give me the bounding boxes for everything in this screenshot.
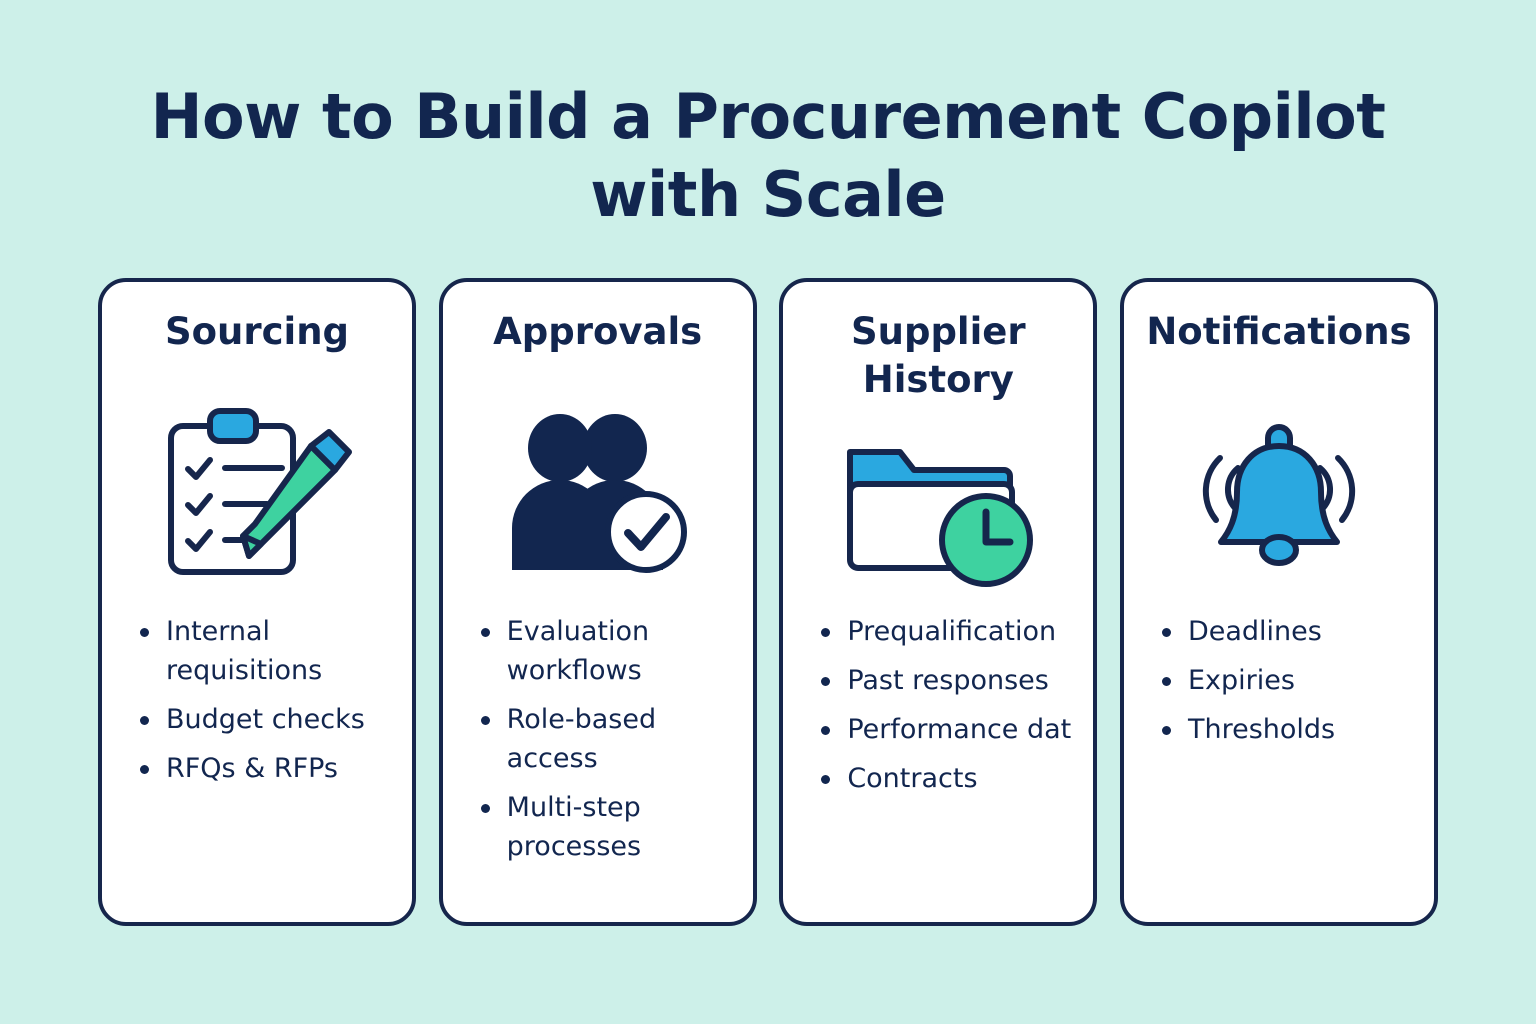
clipboard-checklist-pencil-icon bbox=[168, 408, 352, 575]
card-notifications[interactable]: Notifications Deadl bbox=[1119, 278, 1438, 926]
page-title-line-1: How to Build a Procurement Copilot bbox=[150, 80, 1386, 153]
page-title: How to Build a Procurement Copilot with … bbox=[0, 78, 1536, 234]
list-item: Deadlines bbox=[1154, 612, 1420, 651]
card-sourcing-bullets: Internal requisitions Budget checks RFQs… bbox=[132, 612, 398, 798]
card-approvals-bullets: Evaluation workflows Role-based access M… bbox=[473, 612, 739, 876]
list-item: Role-based access bbox=[473, 700, 739, 778]
card-approvals-title: Approvals bbox=[493, 310, 703, 353]
card-supplier-history[interactable]: Supplier History Prequalification Past r… bbox=[779, 278, 1098, 926]
ringing-bell-icon-wrap bbox=[1124, 402, 1434, 582]
card-notifications-bullets: Deadlines Expiries Thresholds bbox=[1154, 612, 1420, 759]
list-item: Internal requisitions bbox=[132, 612, 398, 690]
ringing-bell-icon bbox=[1202, 424, 1356, 566]
card-sourcing-title: Sourcing bbox=[164, 310, 350, 353]
list-item: Expiries bbox=[1154, 661, 1420, 700]
list-item: Thresholds bbox=[1154, 710, 1420, 749]
folder-clock-icon-wrap bbox=[783, 422, 1093, 602]
card-sourcing[interactable]: Sourcing bbox=[98, 278, 416, 926]
list-item: Past responses bbox=[813, 661, 1079, 700]
list-item: Multi-step processes bbox=[473, 788, 739, 866]
list-item: Prequalification bbox=[813, 612, 1079, 651]
card-row: Sourcing bbox=[98, 278, 1438, 928]
list-item: Contracts bbox=[813, 759, 1079, 798]
two-people-check-badge-icon bbox=[511, 414, 687, 573]
list-item: Performance dat bbox=[813, 710, 1079, 749]
clipboard-checklist-pencil-icon-wrap bbox=[102, 402, 412, 582]
two-people-check-badge-icon-wrap bbox=[443, 402, 753, 582]
list-item: RFQs & RFPs bbox=[132, 749, 398, 788]
page-title-line-2: with Scale bbox=[590, 158, 946, 231]
card-supplier-history-title: Supplier History bbox=[850, 310, 1026, 401]
card-supplier-history-bullets: Prequalification Past responses Performa… bbox=[813, 612, 1079, 808]
card-notifications-title: Notifications bbox=[1146, 310, 1412, 353]
list-item: Evaluation workflows bbox=[473, 612, 739, 690]
folder-clock-icon bbox=[847, 449, 1034, 587]
card-approvals[interactable]: Approvals Evaluation workflows Role-base… bbox=[438, 278, 757, 926]
list-item: Budget checks bbox=[132, 700, 398, 739]
